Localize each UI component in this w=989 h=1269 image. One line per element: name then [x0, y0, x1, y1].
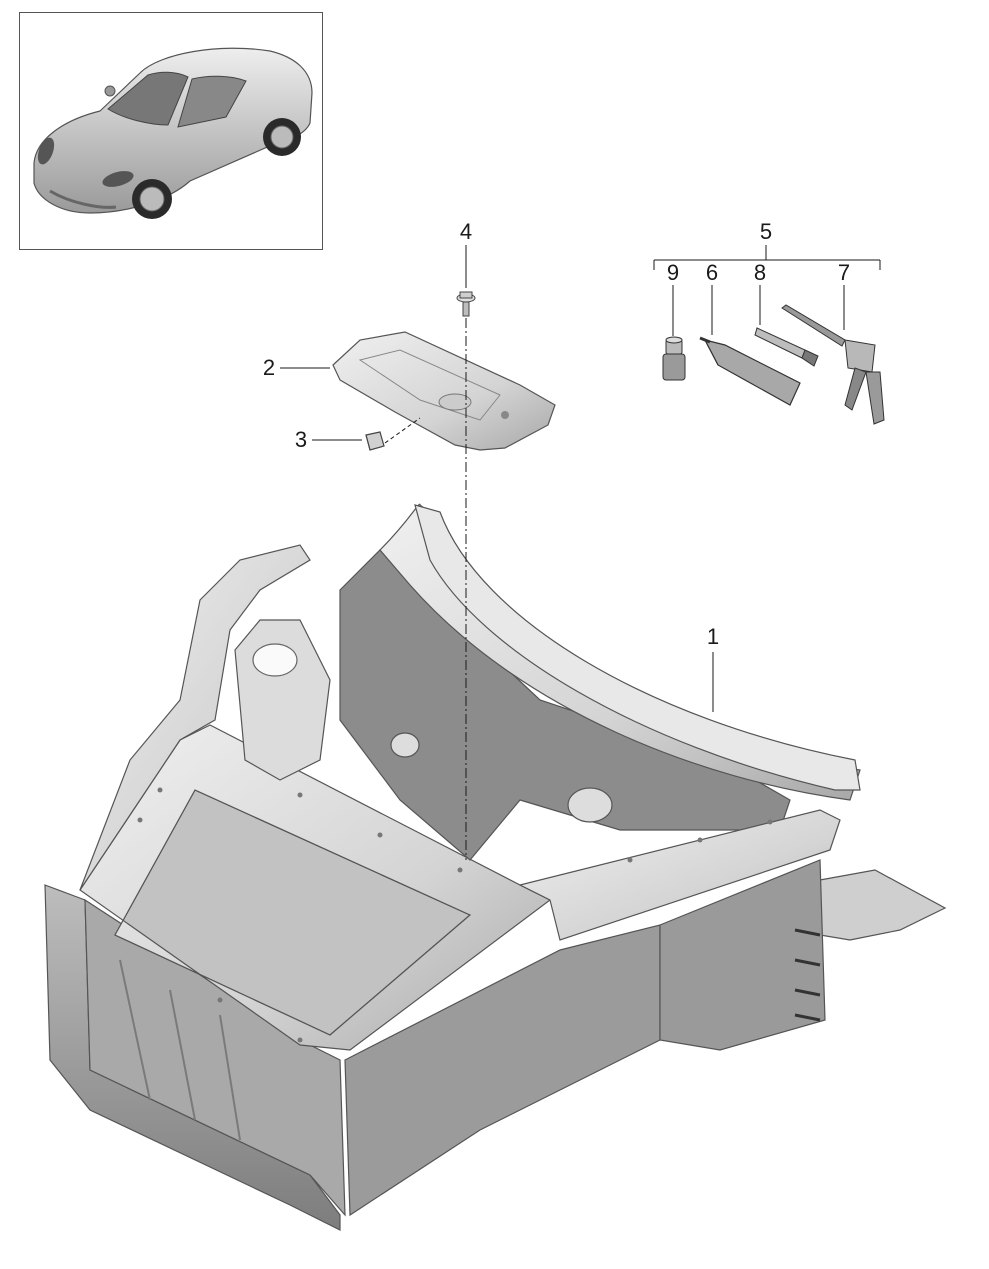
callout-4: 4 [459, 219, 473, 244]
callout-5: 5 [759, 219, 773, 244]
cartridge-gun-icon [781, 304, 885, 425]
leader-lines [280, 245, 881, 860]
callout-2: 2 [262, 355, 276, 380]
adhesive-tube-icon [699, 336, 801, 406]
callout-8: 8 [753, 260, 767, 285]
callout-1: 1 [706, 624, 720, 649]
car-overview-icon [33, 47, 313, 219]
mixing-nozzle-icon [754, 327, 819, 367]
callout-9: 9 [666, 260, 680, 285]
activator-bottle-icon [662, 336, 686, 381]
callout-6: 6 [705, 260, 719, 285]
front-body-structure-icon [44, 503, 947, 1231]
cover-plate-icon [332, 331, 556, 451]
vehicle-thumbnail-frame [19, 12, 323, 250]
clip-icon [365, 431, 385, 451]
callout-7: 7 [837, 260, 851, 285]
callout-3: 3 [294, 427, 308, 452]
bolt-icon [456, 291, 476, 317]
